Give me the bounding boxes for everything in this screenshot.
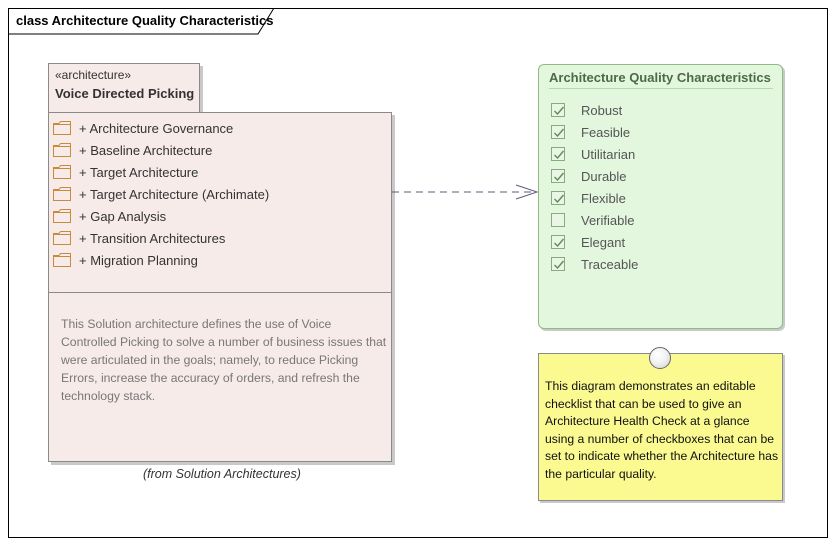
package-item-label: + Baseline Architecture: [79, 142, 213, 158]
checkbox-icon[interactable]: [551, 169, 565, 183]
dependency-arrow[interactable]: [392, 182, 542, 202]
checkbox-icon[interactable]: [551, 191, 565, 205]
checklist-item-label: Feasible: [581, 124, 631, 140]
package-name: Voice Directed Picking: [55, 86, 195, 101]
folder-icon: [53, 253, 71, 267]
checklist-item[interactable]: Utilitarian: [551, 143, 638, 165]
checkbox-icon[interactable]: [551, 257, 565, 271]
checklist-item-label: Verifiable: [581, 212, 635, 228]
package-item[interactable]: + Target Architecture: [53, 161, 269, 183]
package-item[interactable]: + Gap Analysis: [53, 205, 269, 227]
package-item[interactable]: + Transition Architectures: [53, 227, 269, 249]
checklist-item[interactable]: Verifiable: [551, 209, 638, 231]
note-element[interactable]: This diagram demonstrates an editable ch…: [538, 353, 783, 501]
folder-icon: [53, 209, 71, 223]
package-body[interactable]: + Architecture Governance + Baseline Arc…: [48, 112, 392, 462]
circle-icon[interactable]: [649, 347, 671, 369]
checklist-item-label: Elegant: [581, 234, 626, 250]
checkbox-icon[interactable]: [551, 147, 565, 161]
checklist-item-label: Flexible: [581, 190, 626, 206]
checklist-title: Architecture Quality Characteristics: [549, 70, 771, 85]
checklist-item-label: Utilitarian: [581, 146, 636, 162]
folder-icon: [53, 187, 71, 201]
package-item-label: + Transition Architectures: [79, 230, 226, 246]
package-divider: [49, 292, 391, 293]
package-stereotype: «architecture»: [55, 68, 132, 82]
checklist-item-label: Traceable: [581, 256, 639, 272]
checklist-item[interactable]: Robust: [551, 99, 638, 121]
note-text: This diagram demonstrates an editable ch…: [545, 379, 779, 481]
folder-icon: [53, 121, 71, 135]
package-item-label: + Architecture Governance: [79, 120, 234, 136]
package-description: This Solution architecture defines the u…: [61, 317, 387, 403]
package-contents: + Architecture Governance + Baseline Arc…: [53, 117, 269, 271]
checklist-item[interactable]: Traceable: [551, 253, 638, 275]
checklist-item-label: Durable: [581, 168, 627, 184]
checklist-title-underline: [549, 88, 773, 89]
checklist-item[interactable]: Flexible: [551, 187, 638, 209]
checklist-item[interactable]: Durable: [551, 165, 638, 187]
package-item-label: + Migration Planning: [79, 252, 198, 268]
checkbox-icon[interactable]: [551, 125, 565, 139]
frame-title: class Architecture Quality Characteristi…: [16, 13, 274, 28]
package-item[interactable]: + Baseline Architecture: [53, 139, 269, 161]
checkbox-icon[interactable]: [551, 213, 565, 227]
package-item-label: + Target Architecture: [79, 164, 199, 180]
checklist-item[interactable]: Feasible: [551, 121, 638, 143]
checklist-item-label: Robust: [581, 102, 623, 118]
package-item-label: + Gap Analysis: [79, 208, 167, 224]
folder-icon: [53, 231, 71, 245]
package-item-label: + Target Architecture (Archimate): [79, 186, 270, 202]
checkbox-icon[interactable]: [551, 103, 565, 117]
package-tab[interactable]: «architecture» Voice Directed Picking: [48, 63, 200, 113]
folder-icon: [53, 143, 71, 157]
checklist-item[interactable]: Elegant: [551, 231, 638, 253]
package-item[interactable]: + Architecture Governance: [53, 117, 269, 139]
package-origin: (from Solution Architectures): [143, 467, 301, 481]
folder-icon: [53, 165, 71, 179]
package-item[interactable]: + Target Architecture (Archimate): [53, 183, 269, 205]
package-item[interactable]: + Migration Planning: [53, 249, 269, 271]
checkbox-icon[interactable]: [551, 235, 565, 249]
checklist-element[interactable]: Architecture Quality Characteristics Rob…: [538, 64, 783, 329]
